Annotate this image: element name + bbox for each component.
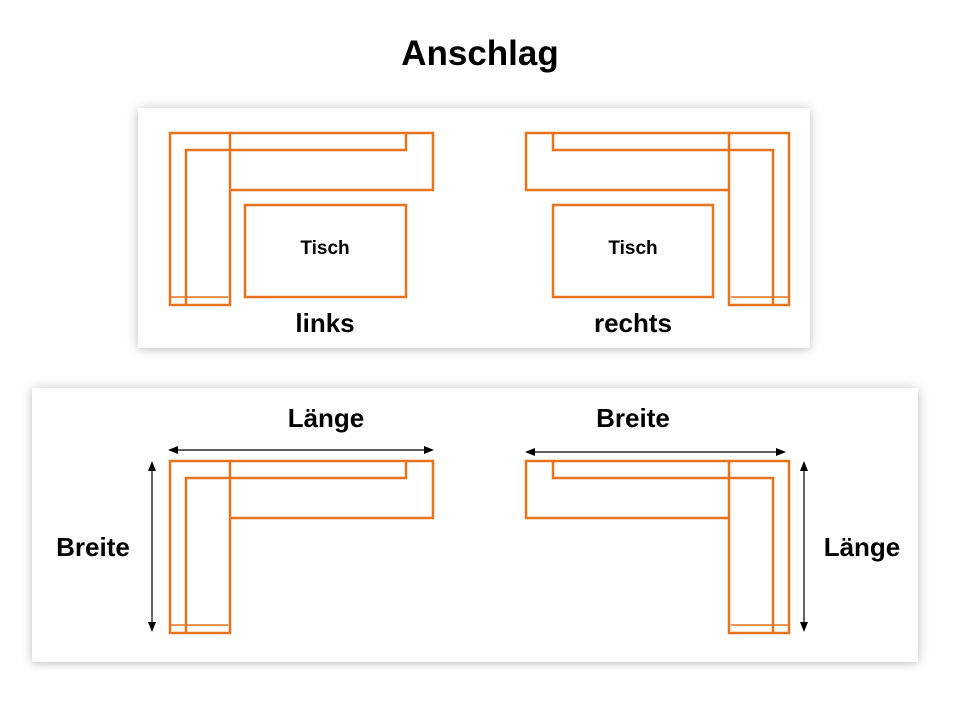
orientation-panel [138, 108, 810, 348]
page-title: Anschlag [401, 34, 559, 73]
sofa-right-orientation: Tisch rechts [524, 131, 791, 338]
table-left-label: Tisch [300, 238, 349, 259]
label-laenge-right: Länge [824, 532, 901, 562]
arrow-horizontal-right [525, 448, 786, 456]
table-right [551, 203, 715, 299]
table-left [243, 203, 408, 299]
caption-links: links [295, 308, 354, 338]
sofa-right-dimensions [524, 459, 791, 635]
arrow-horizontal-left [168, 446, 434, 454]
table-right-label: Tisch [608, 238, 657, 259]
label-breite-left: Breite [56, 532, 130, 562]
dimension-panel [32, 388, 918, 662]
sofa-left-orientation: Tisch links [168, 131, 435, 338]
arrow-vertical-right [800, 461, 808, 632]
arrow-vertical-left [148, 461, 156, 632]
label-breite-right: Breite [596, 403, 670, 433]
sofa-left-dimensions [168, 459, 435, 635]
caption-rechts: rechts [594, 308, 672, 338]
label-laenge-left: Länge [288, 403, 365, 433]
